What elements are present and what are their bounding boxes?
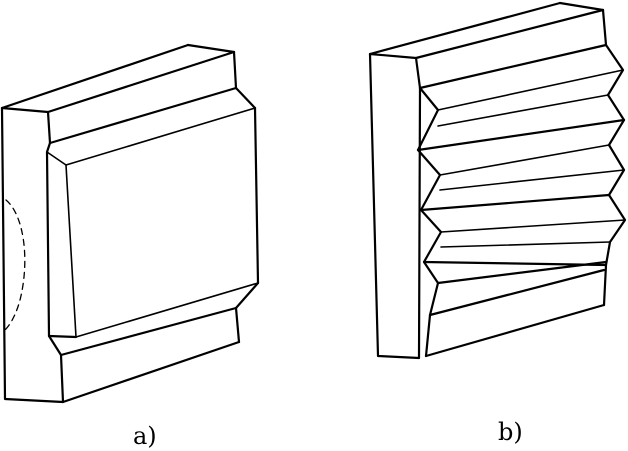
block-a-end-face <box>0 106 65 404</box>
block-a-right-upper <box>232 50 238 90</box>
block-a-step-upper-1 <box>48 86 238 145</box>
block-a-step-upper-3 <box>46 151 67 166</box>
block-a-top-back-edge <box>0 43 190 110</box>
block-b-ridge-7 <box>440 219 626 233</box>
block-a-bottom-edge <box>61 340 241 404</box>
block-a-top-right-edge <box>186 43 236 54</box>
block-b-top-back-edge <box>368 1 562 56</box>
block-b-ridge-10 <box>436 260 608 285</box>
caption-a: a) <box>133 422 157 450</box>
block-b-bottom-edge <box>424 303 606 358</box>
block-a-chamfer-lower <box>234 281 260 310</box>
block-a-drawing <box>0 43 260 404</box>
block-b-end-face <box>368 52 422 360</box>
block-b-ridge-8 <box>440 241 611 248</box>
block-b-left-profile <box>416 86 443 358</box>
block-b-top-right-edge <box>558 1 605 12</box>
block-b-ridge-3 <box>416 118 626 152</box>
block-b-top-front-edge <box>414 8 605 60</box>
block-a-right-lower <box>234 306 241 344</box>
block-a-face-bottom <box>75 282 259 338</box>
block-b-ridge-5 <box>439 169 625 191</box>
block-a-step-lower-2 <box>59 306 238 357</box>
caption-b: b) <box>498 418 523 446</box>
block-a-top-front-edge <box>46 50 236 114</box>
block-a-step-lower-1 <box>47 334 78 339</box>
block-b-ridge-9 <box>422 260 608 267</box>
block-a-chamfer-upper <box>234 86 257 110</box>
block-b-ridge-11 <box>428 268 606 317</box>
block-b-ridge-1 <box>437 69 624 111</box>
block-a-hidden-arc <box>4 199 26 331</box>
block-a-step-upper-2 <box>65 107 256 166</box>
block-b-ridge-6 <box>419 193 611 212</box>
block-a-face-left <box>65 164 77 338</box>
block-b-ridge-4 <box>439 144 610 176</box>
block-b-drawing <box>368 1 627 360</box>
block-b-ridge-2 <box>437 94 609 127</box>
block-a-right-vertical <box>253 106 260 285</box>
block-b-ridge-0 <box>418 43 608 90</box>
block-b-right-profile <box>601 8 627 307</box>
